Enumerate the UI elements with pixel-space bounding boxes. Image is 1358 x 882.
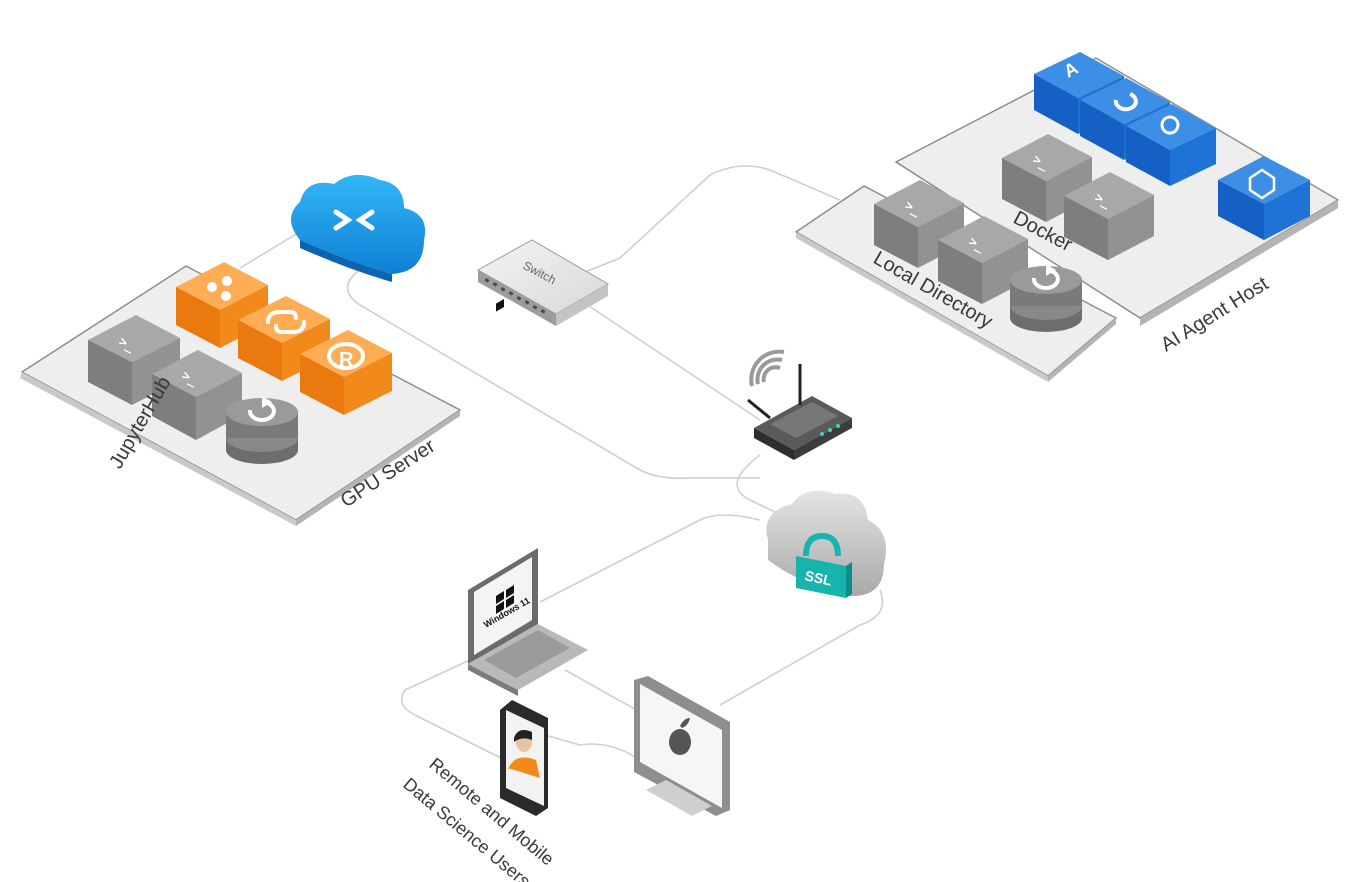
- local-terminal-server-2: >_: [938, 216, 1028, 304]
- switch-ports: [484, 278, 546, 314]
- cloud-gateway-icon: [291, 174, 426, 282]
- terminal-prompt: >_: [966, 234, 987, 255]
- gear-icon: [1160, 115, 1180, 135]
- apple-logo-icon: [669, 718, 691, 755]
- ssl-cloud: SSL: [766, 490, 886, 598]
- windows-laptop: Windows 11: [468, 299, 588, 696]
- container-3: [1126, 104, 1216, 186]
- terminal-prompt: >_: [1030, 152, 1051, 173]
- terminal-prompt: >_: [1092, 190, 1113, 211]
- mac-monitor: [634, 676, 730, 816]
- jupyter-icon: [207, 276, 232, 301]
- ai-terminal-server-1: >_: [1002, 134, 1092, 222]
- python-icon: [266, 310, 306, 334]
- container-4: [1218, 156, 1310, 240]
- gpu-database-icon: [226, 396, 298, 464]
- r-app-box: R: [300, 330, 392, 415]
- connection-lines: [239, 165, 884, 761]
- gpu-terminal-server-1: >_: [88, 315, 180, 405]
- network-switch: Switch: [476, 239, 609, 326]
- ai-terminal-server-2: >_: [1064, 172, 1154, 260]
- jupyter-app-box: [176, 262, 268, 348]
- r-language-icon: R: [327, 342, 365, 371]
- local-terminal-server-1: >_: [874, 180, 964, 268]
- local-database-icon: [1010, 264, 1082, 332]
- windows-logo-icon: [496, 299, 504, 312]
- gpu-terminal-server-2: >_: [152, 350, 242, 440]
- user-avatar-icon: [508, 730, 540, 778]
- terminal-prompt: >_: [179, 368, 200, 389]
- terminal-prompt: >_: [902, 198, 923, 219]
- mobile-phone: [500, 700, 548, 816]
- ssl-label: SSL: [803, 567, 833, 588]
- wifi-signal-icon: [749, 349, 785, 387]
- container-logo-icon: [1113, 92, 1138, 112]
- padlock-icon: SSL: [796, 532, 852, 598]
- svg-text:R: R: [339, 349, 354, 371]
- python-app-box: [238, 296, 330, 381]
- wifi-router: [747, 349, 852, 460]
- hexagon-logo-icon: [1248, 168, 1276, 200]
- terminal-prompt: >_: [116, 334, 137, 355]
